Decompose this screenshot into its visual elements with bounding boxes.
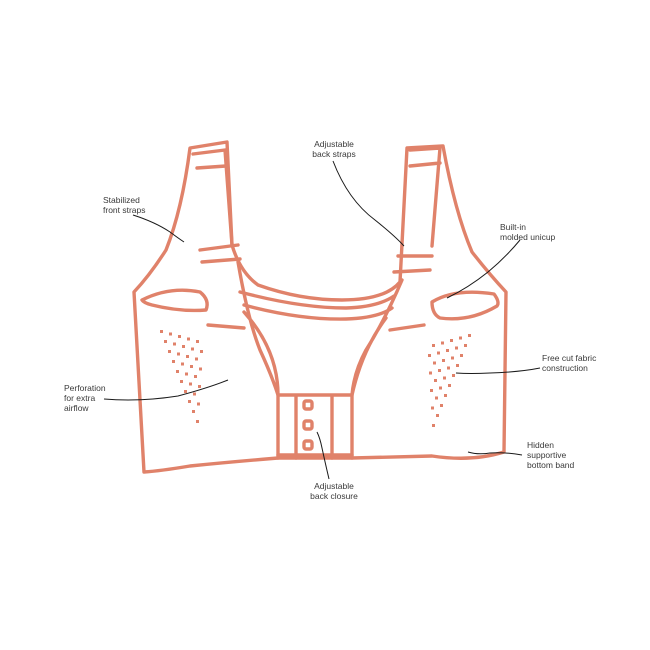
sports-bra-outline — [132, 140, 508, 474]
perforation-dot — [451, 356, 454, 360]
hook-1 — [302, 399, 314, 411]
perforation-dot — [428, 354, 431, 357]
callout-built-in-molded-unicup: Built-in molded unicup — [500, 222, 556, 242]
neckline-band-upper — [238, 290, 396, 310]
right-strap — [392, 146, 442, 274]
perforation-dot — [188, 400, 191, 403]
perforation-dot — [431, 406, 434, 410]
perforation-dot — [176, 370, 179, 373]
perforation-dot — [193, 392, 196, 396]
perforation-dot — [432, 344, 435, 347]
perforation-dot — [190, 365, 193, 368]
perforation-dot — [468, 334, 471, 337]
left-seam-dash — [206, 323, 246, 330]
right-seam-dash — [388, 323, 426, 332]
perforation-dot — [195, 357, 198, 361]
perforation-dot — [460, 354, 463, 357]
perforation-dot — [197, 402, 200, 406]
hook-2 — [302, 419, 314, 431]
hook-3 — [302, 439, 314, 451]
perforation-dots — [160, 330, 471, 427]
callout-hidden-supportive-bottom-band: Hidden supportive bottom band — [527, 440, 575, 470]
outer-silhouette — [132, 140, 508, 474]
perforation-dot — [444, 394, 447, 397]
perforation-dot — [459, 336, 462, 340]
leader-stabilized-front-straps — [132, 214, 185, 243]
perforation-dot — [440, 404, 443, 407]
perforation-dot — [182, 345, 185, 348]
perforation-dot — [196, 420, 199, 423]
perforation-dot — [439, 386, 442, 390]
perforation-dot — [173, 342, 176, 346]
leader-bottom-band — [467, 451, 523, 456]
leader-back-closure — [316, 431, 330, 480]
perforation-dot — [180, 380, 183, 383]
perforation-dot — [164, 340, 167, 343]
perforation-dot — [191, 347, 194, 351]
perforation-dot — [456, 364, 459, 367]
perforation-dot — [452, 374, 455, 377]
perforation-dot — [181, 362, 184, 366]
perforation-dot — [186, 355, 189, 358]
perforation-dot — [194, 375, 197, 378]
perforation-dot — [441, 341, 444, 345]
perforation-dot — [438, 369, 441, 372]
perforation-dot — [169, 332, 172, 336]
perforation-dot — [200, 350, 203, 353]
perforation-dot — [184, 390, 187, 393]
leader-lines — [103, 160, 541, 480]
perforation-dot — [450, 339, 453, 342]
perforation-dot — [435, 396, 438, 400]
perforation-dot — [455, 346, 458, 350]
leader-free-cut-fabric — [455, 367, 541, 374]
perforation-dot — [436, 414, 439, 417]
perforation-dot — [430, 389, 433, 392]
leader-built-in-molded-unicup — [446, 239, 521, 299]
leader-adjustable-back-straps — [332, 160, 405, 247]
callout-adjustable-back-closure: Adjustable back closure — [310, 481, 358, 501]
perforation-dot — [187, 337, 190, 341]
perforation-dot — [442, 359, 445, 362]
perforation-dot — [433, 361, 436, 365]
leader-perforation — [103, 379, 229, 401]
perforation-dot — [448, 384, 451, 387]
callout-perforation-for-extra-airflow: Perforation for extra airflow — [64, 383, 106, 413]
perforation-dot — [437, 351, 440, 355]
neckline-band-lower — [242, 303, 394, 321]
callout-stabilized-front-straps: Stabilized front straps — [103, 195, 146, 215]
perforation-dot — [178, 335, 181, 338]
perforation-dot — [434, 379, 437, 382]
center-panel — [236, 260, 404, 460]
callout-adjustable-back-straps: Adjustable back straps — [312, 139, 356, 159]
perforation-dot — [432, 424, 435, 427]
left-strap — [191, 148, 242, 264]
perforation-dot — [196, 340, 199, 343]
perforation-dot — [192, 410, 195, 413]
perforation-dot — [168, 350, 171, 353]
perforation-dot — [177, 352, 180, 356]
right-cup — [430, 290, 500, 321]
perforation-dot — [160, 330, 163, 333]
perforation-dot — [443, 376, 446, 380]
perforation-dot — [189, 382, 192, 386]
left-cup — [140, 288, 209, 313]
perforation-dot — [185, 372, 188, 376]
perforation-dot — [464, 344, 467, 347]
perforation-dot — [447, 366, 450, 370]
hook-closure — [276, 393, 354, 460]
perforation-dot — [172, 360, 175, 363]
callout-free-cut-fabric-construction: Free cut fabric construction — [542, 353, 597, 373]
perforation-dot — [199, 367, 202, 371]
perforation-dot — [446, 349, 449, 352]
perforation-dot — [429, 371, 432, 375]
perforation-dot — [198, 385, 201, 388]
